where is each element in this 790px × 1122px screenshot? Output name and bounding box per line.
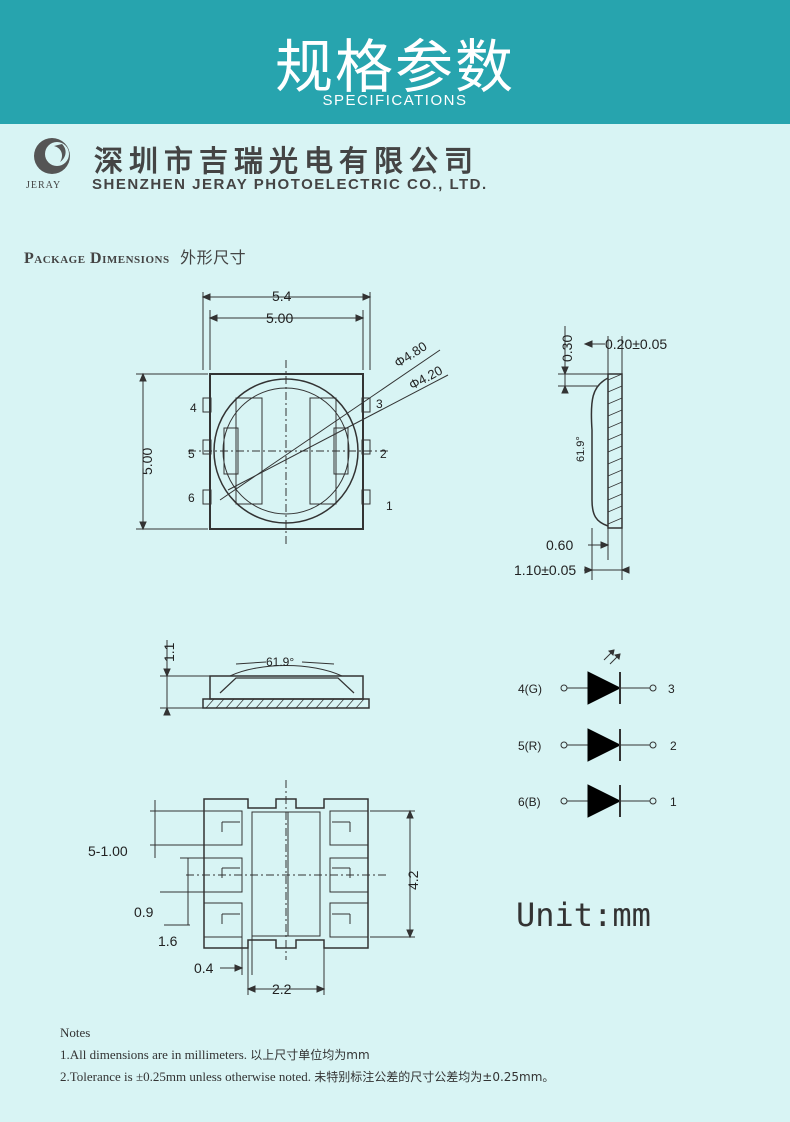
page-title: 规格参数 bbox=[274, 33, 515, 101]
note-1-cn: 以上尺寸单位均为mm bbox=[250, 1048, 370, 1062]
side-dim-lens: 0.60 bbox=[546, 537, 573, 553]
section-title-en: Package Dimensions bbox=[24, 250, 170, 267]
company-name-cn: 深圳市吉瑞光电有限公司 bbox=[94, 144, 480, 178]
pin-label-6: 6 bbox=[188, 491, 195, 505]
company-logo-icon bbox=[34, 138, 70, 174]
note-2-en: 2.Tolerance is ±0.25mm unless otherwise … bbox=[60, 1069, 312, 1084]
led-b-anode: 6(B) bbox=[518, 795, 541, 809]
led-g-anode: 4(G) bbox=[518, 682, 542, 696]
bottom-dim-gap: 0.4 bbox=[194, 960, 214, 976]
bottom-view: 5-1.00 0.9 1.6 4.2 0.4 2.2 bbox=[88, 780, 421, 997]
led-red: 5(R) 2 bbox=[518, 728, 677, 762]
side-angle: 61.9° bbox=[575, 436, 587, 462]
section-title-cn: 外形尺寸 bbox=[180, 248, 247, 267]
led-r-cathode: 2 bbox=[670, 739, 677, 753]
notes: Notes 1.All dimensions are in millimeter… bbox=[60, 1022, 554, 1088]
pin-label-4: 4 bbox=[190, 401, 197, 415]
bottom-dim-pad-width: 5-1.00 bbox=[88, 843, 128, 859]
bottom-dim-height: 4.2 bbox=[405, 870, 421, 890]
bottom-dim-pitch: 0.9 bbox=[134, 904, 154, 920]
led-r-anode: 5(R) bbox=[518, 739, 541, 753]
side-view: 0.30 0.20±0.05 61.9° 0.60 1.10±0.05 bbox=[514, 326, 667, 580]
header-banner: 规格参数 SPECIFICATIONS bbox=[0, 0, 790, 124]
front-dim-height: 1.1 bbox=[161, 642, 177, 662]
circuit-diagram: 4(G) 3 5(R) 2 6(B) 1 bbox=[518, 649, 677, 818]
pin-label-2: 2 bbox=[380, 447, 387, 461]
dim-width-inner: 5.00 bbox=[266, 310, 293, 326]
dim-width-outer: 5.4 bbox=[272, 288, 292, 304]
notes-title: Notes bbox=[60, 1025, 91, 1040]
front-view: 1.1 61.9° bbox=[160, 640, 370, 716]
bottom-dim-center: 2.2 bbox=[272, 981, 292, 997]
side-dim-top: 0.30 bbox=[559, 335, 575, 362]
note-1-en: 1.All dimensions are in millimeters. bbox=[60, 1047, 248, 1062]
dim-height: 5.00 bbox=[139, 448, 155, 475]
page-subtitle: SPECIFICATIONS bbox=[322, 92, 468, 109]
dim-diameter-inner: Φ4.20 bbox=[406, 363, 445, 393]
company-name-en: SHENZHEN JERAY PHOTOELECTRIC CO., LTD. bbox=[92, 176, 488, 193]
unit-label: Unit:mm bbox=[516, 896, 651, 934]
pin-label-1: 1 bbox=[386, 499, 393, 513]
note-2-cn: 未特别标注公差的尺寸公差均为±0.25mm。 bbox=[314, 1070, 555, 1084]
led-b-cathode: 1 bbox=[670, 795, 677, 809]
section-title: Package Dimensions 外形尺寸 bbox=[24, 244, 246, 268]
note-2: 2.Tolerance is ±0.25mm unless otherwise … bbox=[60, 1066, 554, 1088]
note-1: 1.All dimensions are in millimeters. 以上尺… bbox=[60, 1044, 554, 1066]
logo-text: JERAY bbox=[26, 180, 62, 191]
led-blue: 6(B) 1 bbox=[518, 784, 677, 818]
dim-diameter-outer: Φ4.80 bbox=[391, 338, 429, 370]
bottom-dim-pad-length: 1.6 bbox=[158, 933, 178, 949]
pin-label-5: 5 bbox=[188, 447, 195, 461]
front-angle: 61.9° bbox=[266, 655, 294, 669]
top-view: 5.4 5.00 5.00 Φ4.80 bbox=[136, 288, 449, 545]
led-g-cathode: 3 bbox=[668, 682, 675, 696]
side-dim-total: 1.10±0.05 bbox=[514, 562, 576, 578]
led-green: 4(G) 3 bbox=[518, 671, 675, 705]
pin-label-3: 3 bbox=[376, 397, 383, 411]
side-dim-thickness: 0.20±0.05 bbox=[605, 336, 667, 352]
